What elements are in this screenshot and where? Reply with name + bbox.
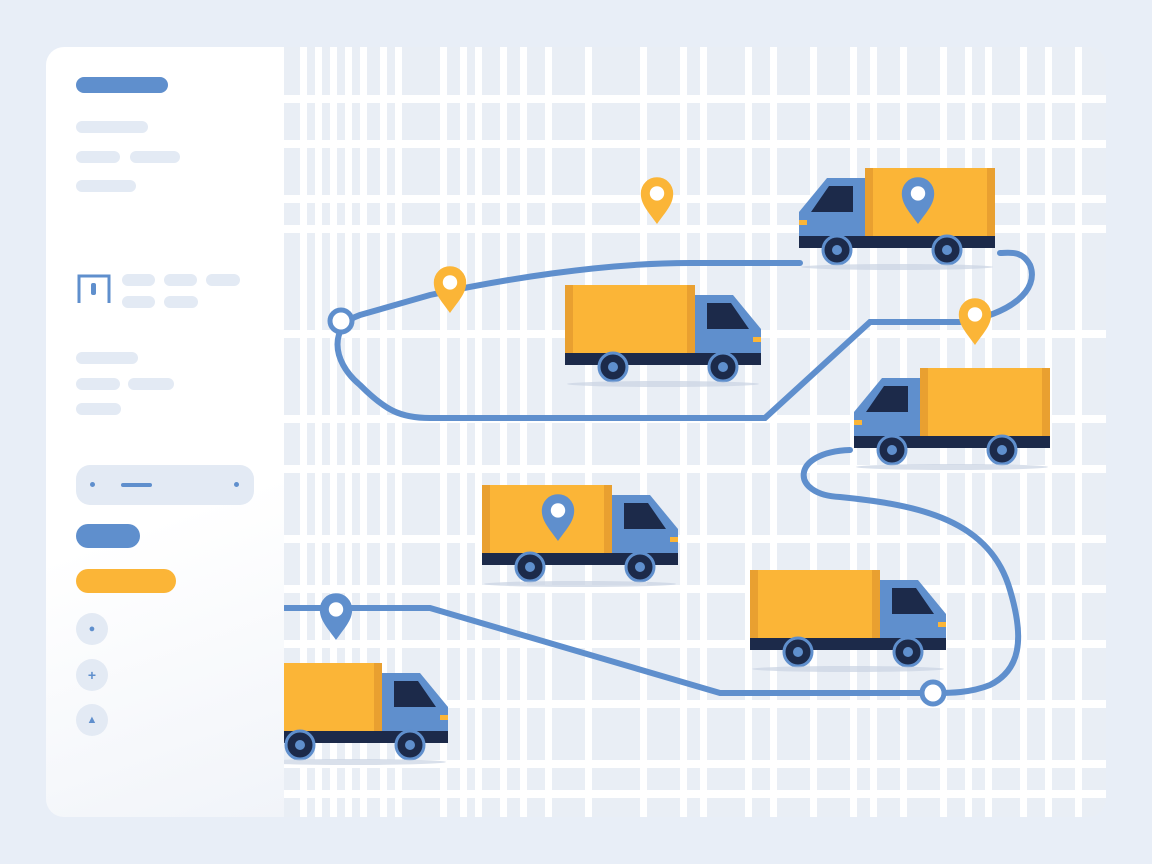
text-placeholder xyxy=(164,274,197,286)
app-window: ● + ▲ xyxy=(46,47,1106,817)
location-button[interactable]: ● xyxy=(76,613,108,645)
range-slider[interactable] xyxy=(76,465,254,505)
text-placeholder xyxy=(76,378,120,390)
building-icon xyxy=(77,274,111,303)
route-waypoint[interactable] xyxy=(919,679,947,707)
text-placeholder xyxy=(76,352,138,364)
location-icon: ● xyxy=(88,623,96,635)
primary-yellow-button[interactable] xyxy=(76,569,176,593)
route-line xyxy=(284,447,1022,696)
text-placeholder xyxy=(76,151,120,163)
primary-blue-button[interactable] xyxy=(76,524,140,548)
text-placeholder xyxy=(164,296,198,308)
sidebar-title-placeholder xyxy=(76,77,168,93)
route-line xyxy=(334,249,1035,421)
text-placeholder xyxy=(130,151,180,163)
triangle-up-icon: ▲ xyxy=(86,714,98,726)
text-placeholder xyxy=(122,274,155,286)
slider-handle-start[interactable] xyxy=(90,482,95,487)
text-placeholder xyxy=(128,378,174,390)
text-placeholder xyxy=(76,403,121,415)
text-placeholder xyxy=(206,274,240,286)
text-placeholder xyxy=(76,180,136,192)
up-button[interactable]: ▲ xyxy=(76,704,108,736)
route-waypoint[interactable] xyxy=(327,307,355,335)
slider-range xyxy=(121,483,152,487)
slider-handle-end[interactable] xyxy=(234,482,239,487)
sidebar: ● + ▲ xyxy=(46,47,284,817)
route-lines xyxy=(284,249,1035,696)
add-button[interactable]: + xyxy=(76,659,108,691)
plus-icon: + xyxy=(87,667,97,683)
route-map[interactable] xyxy=(284,47,1106,817)
text-placeholder xyxy=(76,121,148,133)
text-placeholder xyxy=(122,296,155,308)
